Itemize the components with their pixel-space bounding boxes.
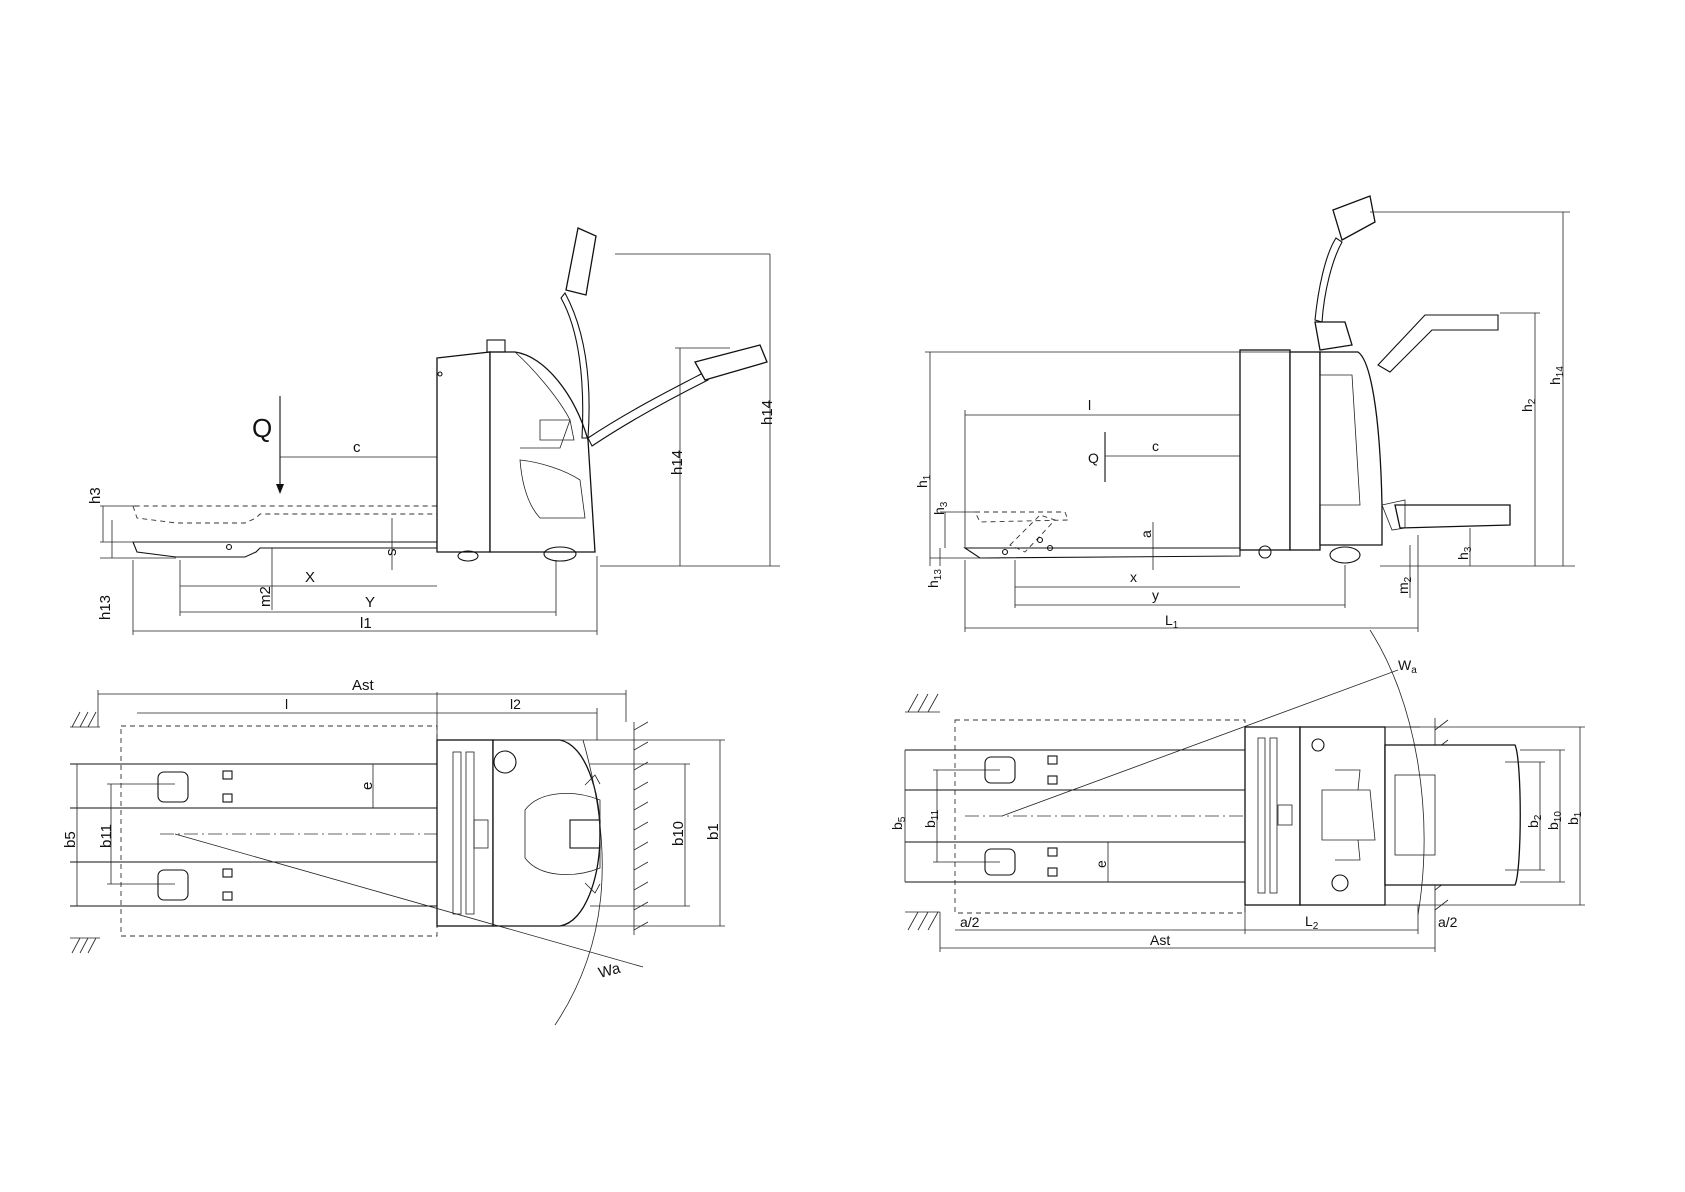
fork-hole xyxy=(1038,538,1043,543)
label-x-left: X xyxy=(305,569,315,586)
label-h14-left-outer: h14 xyxy=(759,400,776,425)
right-plan-view: Wa b5 b11 e a/2 L2 a/2 Ast b2 b10 b1 xyxy=(889,630,1585,952)
pallet-outline-left xyxy=(121,726,437,936)
label-b1-left: b1 xyxy=(705,823,722,840)
label-s: s xyxy=(383,549,400,557)
tiller-arm-lowered xyxy=(588,372,708,446)
label-h13-left: h13 xyxy=(97,595,114,620)
left-side-view: Q c h3 h13 s m2 X Y l1 h14 xyxy=(87,228,780,635)
label-wa-right: Wa xyxy=(1398,657,1417,676)
label-e-right: e xyxy=(1093,860,1109,868)
label-b1-right: b1 xyxy=(1565,811,1584,825)
left-plan-view: Wa Ast l l2 e b5 b11 b10 b1 xyxy=(62,677,725,1025)
wall-right-bottom xyxy=(905,912,940,930)
wall-left-bottom xyxy=(70,938,100,953)
label-e-left: e xyxy=(359,782,376,790)
label-c-right: c xyxy=(1152,438,1159,454)
label-h3-platform: h3 xyxy=(1455,546,1474,560)
platform-plan-right xyxy=(1385,745,1520,885)
fork-slot xyxy=(1048,848,1057,856)
label-wa-left: Wa xyxy=(597,960,623,982)
tiller-base-right xyxy=(1315,322,1352,350)
label-h3-right: h3 xyxy=(931,501,950,515)
key-switch xyxy=(487,340,505,352)
label-a-right: a xyxy=(1138,530,1154,538)
label-L2: L2 xyxy=(1305,913,1319,932)
label-b10-right: b10 xyxy=(1545,811,1564,830)
label-b10-left: b10 xyxy=(670,821,687,846)
fork-slot xyxy=(1048,776,1057,784)
label-y-right: y xyxy=(1152,587,1159,603)
label-c-left: c xyxy=(353,439,361,456)
fork-slot xyxy=(1048,868,1057,876)
label-x-right: x xyxy=(1130,569,1137,585)
load-arrow-head xyxy=(276,484,284,494)
fork-slot xyxy=(223,869,232,877)
label-m2-left: m2 xyxy=(257,586,274,607)
fork-hole xyxy=(1003,550,1008,555)
label-m2-right: m2 xyxy=(1395,576,1414,594)
label-b11-right: b11 xyxy=(922,809,941,828)
label-ast-left: Ast xyxy=(352,677,375,694)
fork-slot xyxy=(223,892,232,900)
truck-battery-compartment xyxy=(437,352,490,552)
label-h13-right: h13 xyxy=(925,569,944,588)
tiller-arm-right xyxy=(1315,238,1342,322)
fork-hole xyxy=(227,545,232,550)
fork-slot xyxy=(1048,756,1057,764)
wall-left-top xyxy=(70,712,100,727)
drive-wheel-right xyxy=(1330,547,1360,563)
label-b5-left: b5 xyxy=(62,831,79,848)
label-q-right: Q xyxy=(1088,450,1099,466)
fork-slot xyxy=(223,794,232,802)
label-y-left: Y xyxy=(365,594,375,611)
label-h3-left: h3 xyxy=(87,487,104,504)
mast-right xyxy=(1290,352,1320,550)
wall-right xyxy=(634,722,648,935)
battery-plan xyxy=(437,740,493,926)
load-roller-bottom xyxy=(158,870,188,900)
fork-top-plan xyxy=(70,764,437,808)
wall-right-top xyxy=(905,694,940,712)
tiller-head-upright xyxy=(566,228,596,295)
fork-raised-right xyxy=(975,512,1068,522)
right-side-view: Q c l h1 h3 h13 a x y L1 m2 h3 xyxy=(914,196,1575,632)
operator-platform xyxy=(1395,505,1510,528)
label-a2-right: a/2 xyxy=(1438,914,1458,930)
label-b11-left: b11 xyxy=(98,824,115,848)
drive-unit-plan xyxy=(493,740,600,926)
label-a2-left: a/2 xyxy=(960,914,980,930)
battery-right xyxy=(1240,350,1290,550)
truck-drive-housing xyxy=(490,352,595,552)
label-l1-left: l1 xyxy=(360,615,372,632)
pallet-outline-right xyxy=(955,720,1245,913)
label-ast-right: Ast xyxy=(1150,932,1170,948)
label-b2: b2 xyxy=(1525,814,1544,828)
fork-slot xyxy=(223,771,232,779)
drive-housing-right xyxy=(1320,352,1382,545)
label-q-left: Q xyxy=(252,413,272,443)
side-gate xyxy=(1378,315,1498,372)
label-h14-left-inner: h14 xyxy=(669,450,686,475)
load-roller-top xyxy=(158,772,188,802)
label-l-right: l xyxy=(1088,397,1091,413)
fork-raised xyxy=(133,506,437,523)
label-l-left: l xyxy=(285,696,288,712)
tiller-head-lowered xyxy=(695,345,767,380)
label-l2-left: l2 xyxy=(510,696,521,712)
tiller-head-right xyxy=(1333,196,1375,240)
